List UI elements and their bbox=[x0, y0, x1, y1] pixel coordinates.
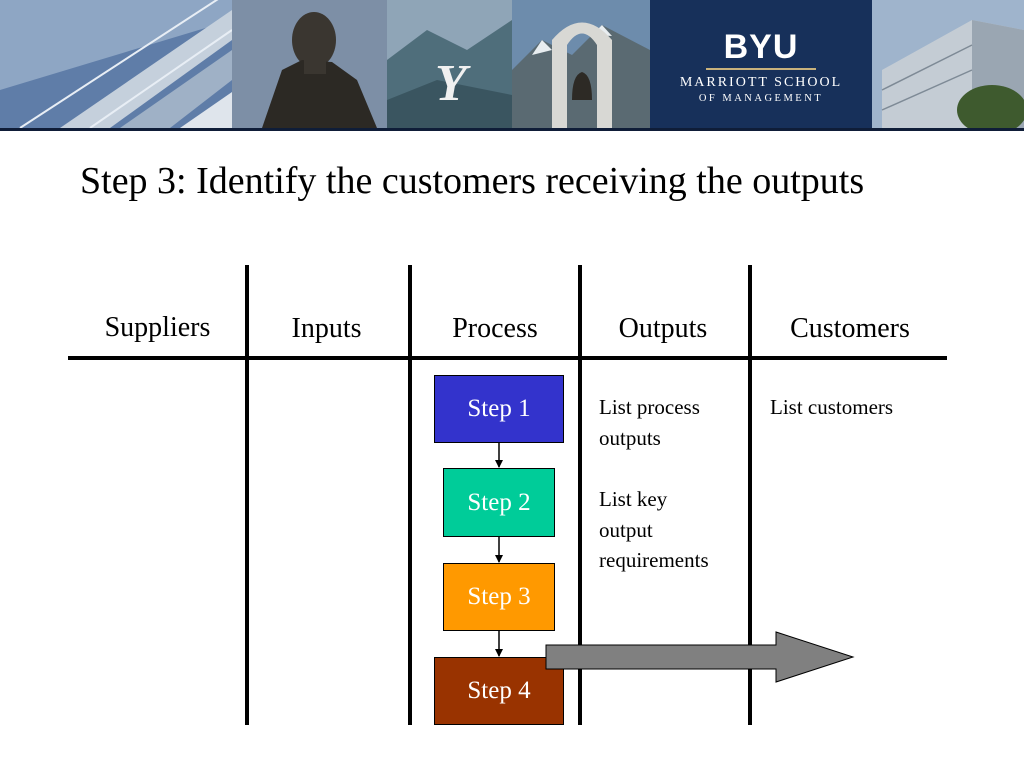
output-flow-arrow bbox=[545, 631, 855, 683]
column-divider bbox=[748, 265, 752, 725]
process-step-3: Step 3 bbox=[443, 563, 555, 631]
header-divider bbox=[68, 356, 947, 360]
header-banner: Y BYU MARRIOTT SCHOOL OF MANAGEMENT bbox=[0, 0, 1024, 131]
byu-marriott-logo: BYU MARRIOTT SCHOOL OF MANAGEMENT bbox=[650, 0, 872, 128]
school-name: MARRIOTT SCHOOL bbox=[679, 75, 843, 90]
column-header-customers: Customers bbox=[790, 313, 910, 344]
outputs-note-requirements: List key output requirements bbox=[599, 484, 709, 576]
note-line: List key bbox=[599, 487, 668, 511]
school-subname: OF MANAGEMENT bbox=[698, 93, 824, 104]
column-header-suppliers: Suppliers bbox=[104, 312, 211, 343]
bell-tower-photo bbox=[512, 0, 650, 128]
customers-note: List customers bbox=[770, 395, 894, 419]
note-line: requirements bbox=[599, 548, 709, 572]
column-header-outputs: Outputs bbox=[618, 313, 708, 344]
banner-bottom-rule bbox=[0, 128, 1024, 131]
note-line: outputs bbox=[599, 425, 661, 450]
outputs-note-process: List process outputs bbox=[599, 392, 700, 453]
process-step-4: Step 4 bbox=[434, 657, 564, 725]
logo-divider bbox=[706, 68, 816, 70]
svg-text:Y: Y bbox=[435, 55, 471, 112]
mountain-y-photo: Y bbox=[387, 0, 512, 128]
process-step-2: Step 2 bbox=[443, 468, 555, 537]
column-divider bbox=[245, 265, 249, 725]
column-divider bbox=[578, 265, 582, 725]
building-photo-left bbox=[0, 0, 232, 128]
process-step-1: Step 1 bbox=[434, 375, 564, 443]
slide-title: Step 3: Identify the customers receiving… bbox=[80, 160, 865, 202]
column-header-process: Process bbox=[452, 313, 538, 344]
column-divider bbox=[408, 265, 412, 725]
column-header-inputs: Inputs bbox=[291, 313, 362, 344]
note-line: List process bbox=[599, 395, 700, 419]
building-photo-right bbox=[872, 0, 1024, 128]
note-line: output bbox=[599, 517, 653, 542]
statue-photo bbox=[232, 0, 387, 128]
byu-wordmark: BYU bbox=[723, 28, 799, 66]
